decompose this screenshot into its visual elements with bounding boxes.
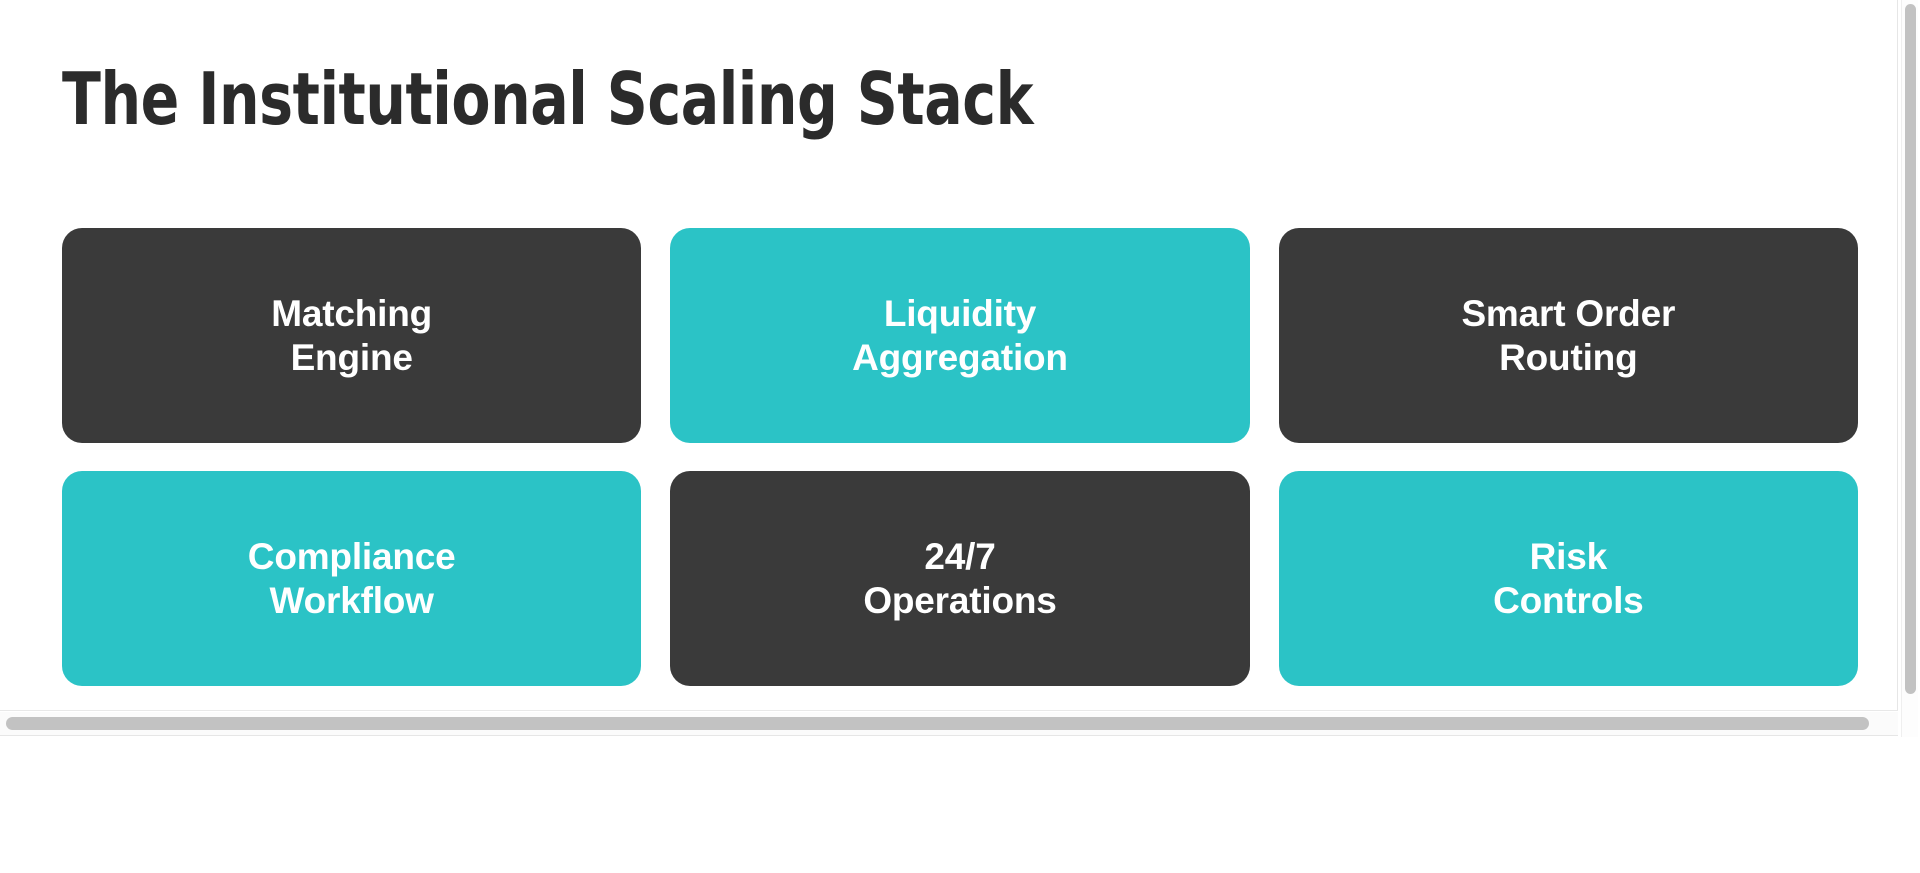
page-title: The Institutional Scaling Stack [62,57,1034,141]
frame-right-border [1897,0,1898,711]
vertical-scrollbar[interactable] [1901,0,1918,745]
capability-card-risk-controls[interactable]: Risk Controls [1278,471,1858,686]
horizontal-scrollbar-thumb[interactable] [6,717,1869,730]
slide-canvas: The Institutional Scaling Stack Matching… [62,57,1858,686]
capability-card-matching-engine[interactable]: Matching Engine [62,228,642,443]
frame-bottom-border [0,710,1898,711]
horizontal-scrollbar-track-line [0,735,1898,736]
capability-card-label: Risk Controls [1493,535,1644,621]
capability-card-label: 24/7 Operations [863,535,1057,621]
capability-card-compliance-workflow[interactable]: Compliance Workflow [62,471,642,686]
horizontal-scrollbar[interactable] [0,712,1898,736]
capability-card-label: Compliance Workflow [247,535,456,621]
capability-card-label: Smart Order Routing [1461,292,1676,378]
page-bottom-whitespace [0,737,1920,873]
capability-card-24-7-operations[interactable]: 24/7 Operations [670,471,1250,686]
capability-card-label: Liquidity Aggregation [852,292,1068,378]
capability-card-label: Matching Engine [271,292,433,378]
slide-viewport: The Institutional Scaling Stack Matching… [0,0,1918,745]
vertical-scrollbar-thumb[interactable] [1905,4,1916,694]
capability-card-grid: Matching Engine Liquidity Aggregation Sm… [62,228,1858,686]
capability-card-liquidity-aggregation[interactable]: Liquidity Aggregation [670,228,1250,443]
capability-card-smart-order-routing[interactable]: Smart Order Routing [1278,228,1858,443]
